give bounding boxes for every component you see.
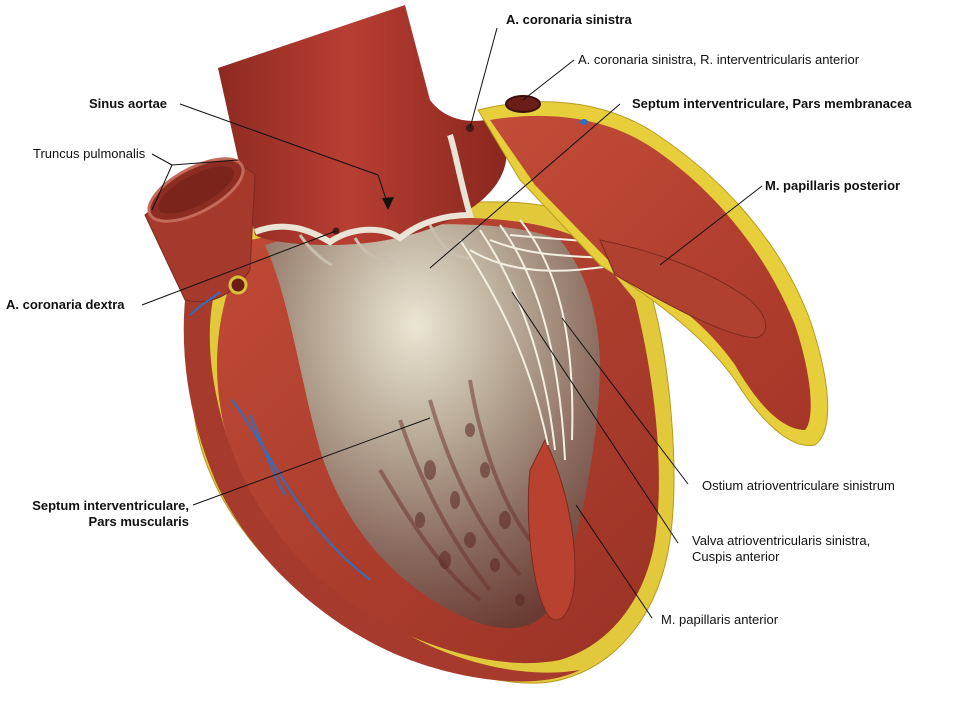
leader-truncus-1 xyxy=(151,153,173,166)
label-septum-muscularis-line2: Pars muscularis xyxy=(88,514,189,529)
right-coronary-cross-section xyxy=(228,275,248,295)
trabecular-pits xyxy=(415,423,525,606)
papillary-muscle-posterior xyxy=(599,239,767,339)
sinus-walls xyxy=(298,224,471,267)
coronary-ostium-left xyxy=(466,124,474,132)
label-a-coronaria-dextra: A. coronaria dextra xyxy=(6,297,125,312)
pulmonary-trunk xyxy=(144,157,256,303)
leader-septum-membranacea xyxy=(429,103,621,269)
aorta xyxy=(218,5,507,267)
label-valva-av-line2: Cuspis anterior xyxy=(692,549,780,564)
leader-m-papillaris-posterior xyxy=(659,185,763,266)
label-a-coronaria-sinistra-rIa: A. coronaria sinistra, R. interventricul… xyxy=(578,52,860,67)
leader-lines xyxy=(141,27,763,619)
surface-vessels xyxy=(189,291,371,581)
aortic-cusps xyxy=(253,134,474,246)
label-septum-membranacea: Septum interventriculare, Pars membranac… xyxy=(632,96,912,111)
interventricular-branch-section xyxy=(505,95,541,113)
leader-truncus-2 xyxy=(151,164,173,211)
label-a-coronaria-sinistra: A. coronaria sinistra xyxy=(506,12,632,27)
arrowhead-sinus-aortae xyxy=(382,197,394,210)
label-sinus-aortae: Sinus aortae xyxy=(89,96,168,111)
label-ostium-av-sinistrum: Ostium atrioventriculare sinistrum xyxy=(702,478,895,493)
pulmonary-trunk-lumen xyxy=(158,166,234,214)
leader-a-coronaria-sinistra xyxy=(469,27,498,129)
label-septum-muscularis-line1: Septum interventriculare, xyxy=(32,498,189,513)
leader-sinus-aortae xyxy=(179,103,379,176)
left-ventricle-cavity xyxy=(265,224,600,629)
label-truncus-pulmonalis: Truncus pulmonalis xyxy=(33,146,146,161)
leader-septum-muscularis xyxy=(192,417,431,506)
small-vessel-section xyxy=(580,119,588,125)
label-valva-av-line1: Valva atrioventricularis sinistra, xyxy=(692,533,871,548)
label-m-papillaris-posterior: M. papillaris posterior xyxy=(765,178,901,193)
label-m-papillaris-anterior: M. papillaris anterior xyxy=(661,612,779,627)
leader-m-papillaris-anterior xyxy=(575,504,653,619)
leader-a-coronaria-dextra xyxy=(141,230,337,306)
leader-truncus-3 xyxy=(171,159,239,166)
leader-r-interventricularis xyxy=(522,59,575,101)
trabeculae xyxy=(378,379,532,602)
ventricle-wall-flap xyxy=(477,95,829,447)
aortic-root xyxy=(218,5,507,245)
leader-valva xyxy=(511,291,679,544)
papillary-muscle-anterior xyxy=(527,438,576,621)
chordae-tendineae xyxy=(459,219,641,461)
septum-surface xyxy=(265,224,600,629)
leader-ostium xyxy=(561,317,689,485)
